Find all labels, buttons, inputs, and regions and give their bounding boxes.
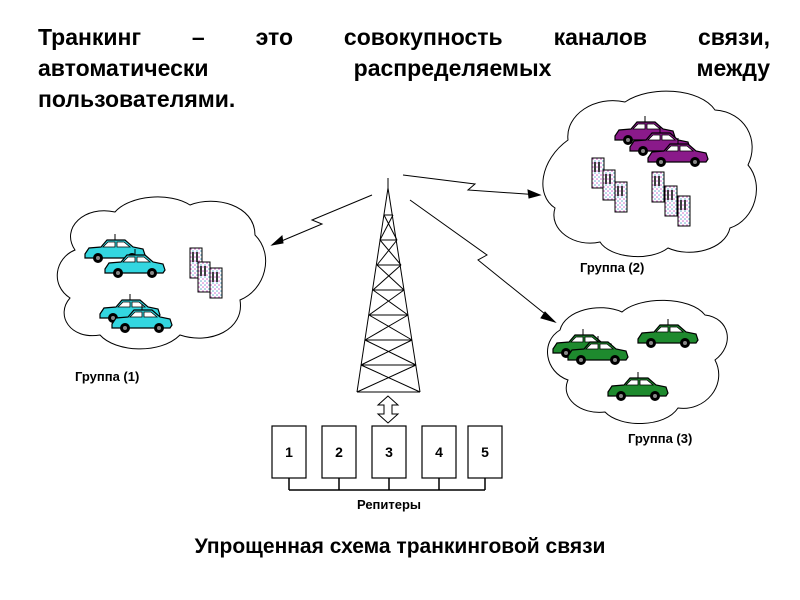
group-1-label: Группа (1) — [75, 369, 139, 384]
repeater-3-number: 3 — [385, 444, 393, 460]
repeater-2-number: 2 — [335, 444, 343, 460]
repeaters-block: 1 2 3 4 5 Репитеры — [271, 425, 503, 512]
repeater-5 — [467, 425, 503, 479]
repeater-1-number: 1 — [285, 444, 293, 460]
radio-link-group-1 — [271, 194, 373, 246]
arrowhead-icon — [527, 189, 542, 199]
building-icon — [664, 185, 678, 217]
double-arrow-icon — [376, 395, 400, 424]
group-3-cloud — [547, 299, 728, 424]
title-line-2: автоматически распределяемых между — [38, 55, 770, 81]
repeater-2 — [321, 425, 357, 479]
repeaters-label: Репитеры — [357, 497, 421, 512]
building-icon — [677, 195, 691, 227]
antenna-tower-icon — [356, 178, 421, 393]
diagram-caption: Упрощенная схема транкинговой связи — [194, 535, 606, 558]
repeater-1 — [271, 425, 307, 479]
building-icon — [591, 157, 605, 189]
radio-links — [270, 174, 557, 324]
radio-link-group-2 — [402, 174, 541, 196]
arrowhead-icon — [270, 235, 284, 246]
building-icon — [614, 181, 628, 213]
group-2-label: Группа (2) — [580, 260, 644, 275]
radio-link-group-3 — [409, 199, 556, 323]
title-line-3: пользователями. — [38, 86, 236, 112]
arrowhead-icon — [540, 311, 557, 324]
repeater-4 — [421, 425, 457, 479]
building-icon — [602, 169, 616, 201]
repeater-4-number: 4 — [435, 444, 443, 460]
repeater-3 — [371, 425, 407, 479]
building-icon — [197, 261, 211, 293]
group-2-cloud — [542, 90, 757, 258]
title-line-1: Транкинг – это совокупность каналов связ… — [38, 24, 770, 50]
building-icon — [651, 171, 665, 203]
slide-title: Транкинг – это совокупность каналов связ… — [38, 22, 770, 115]
building-icon — [209, 267, 223, 299]
repeater-5-number: 5 — [481, 444, 489, 460]
group-3-label: Группа (3) — [628, 431, 692, 446]
